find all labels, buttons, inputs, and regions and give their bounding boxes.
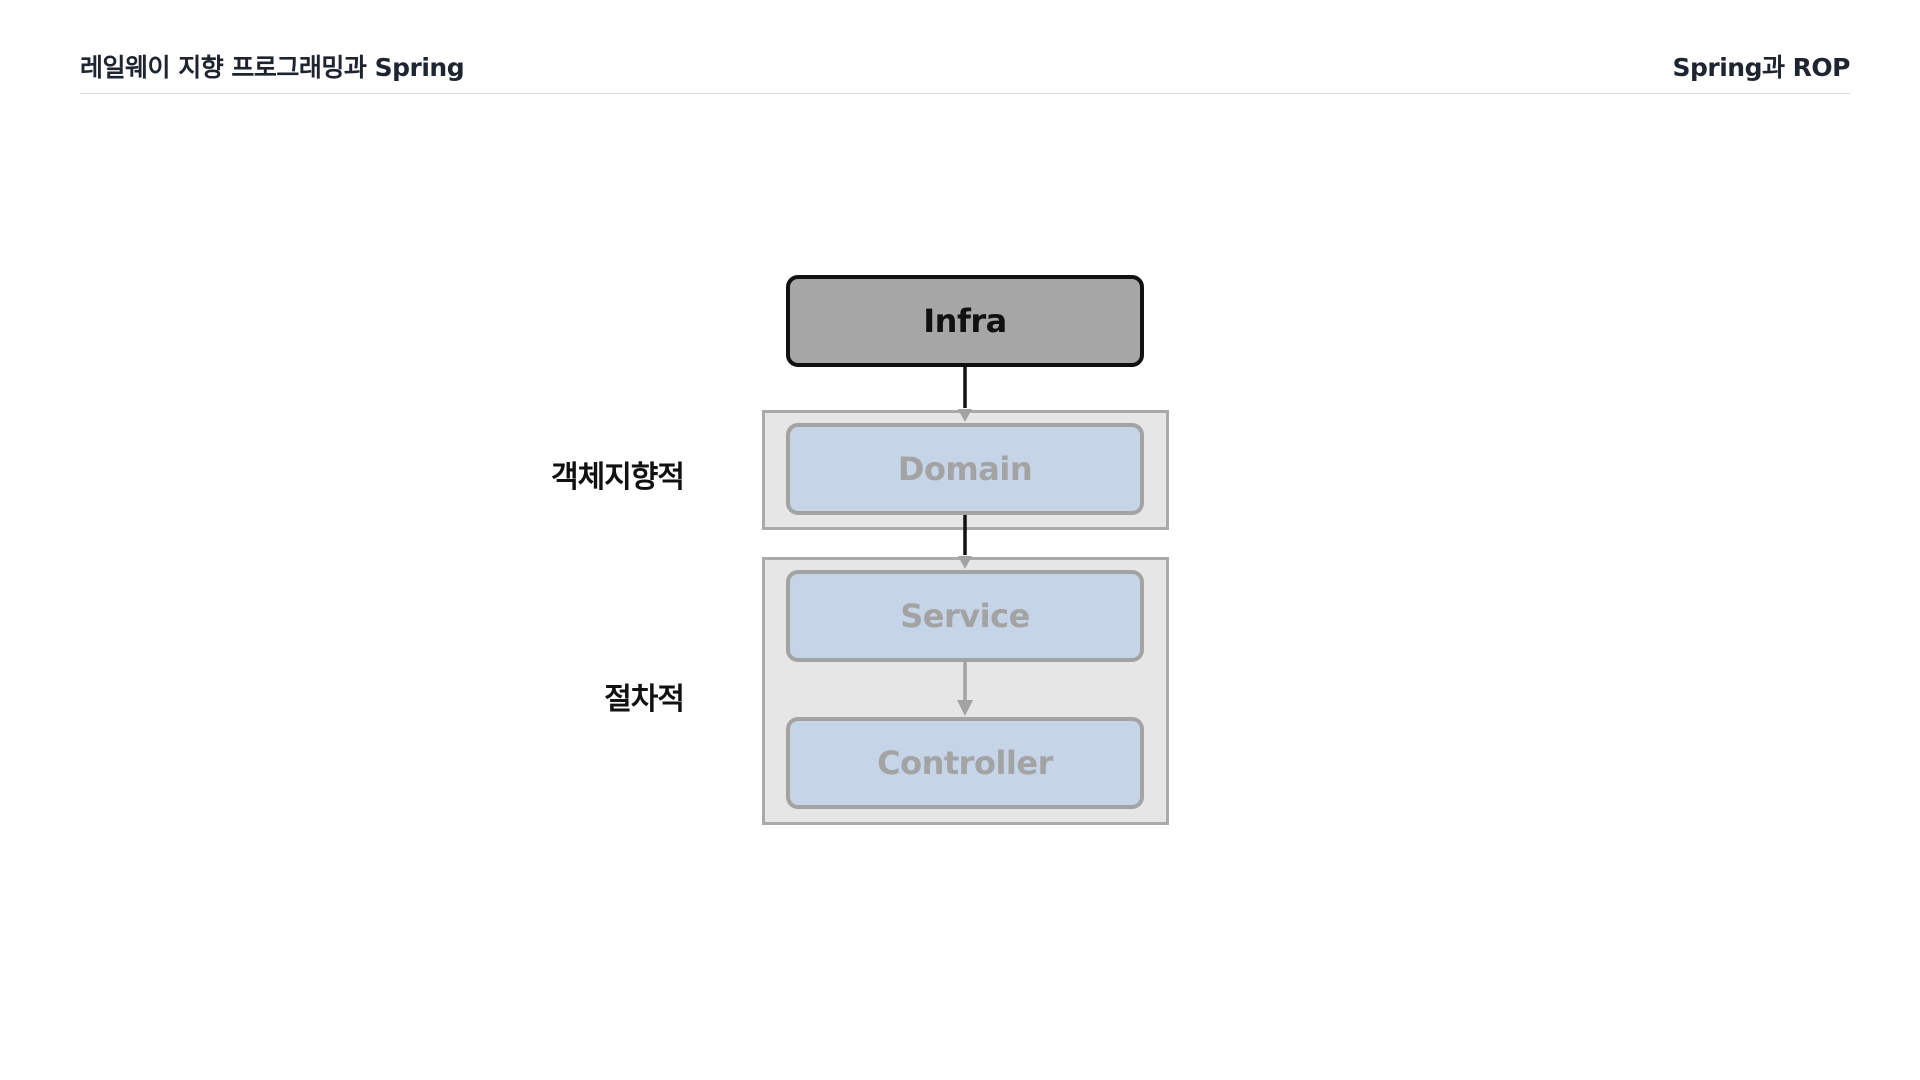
infra-node-label: Infra	[923, 302, 1007, 340]
presentation-title: 레일웨이 지향 프로그래밍과 Spring	[80, 53, 465, 82]
domain-node: Domain	[786, 423, 1144, 515]
header-divider	[80, 93, 1850, 94]
service-node-label: Service	[900, 597, 1030, 635]
domain-node-label: Domain	[897, 450, 1033, 488]
infra-node: Infra	[786, 275, 1144, 367]
section-title: Spring과 ROP	[1672, 53, 1850, 82]
procedural-label: 절차적	[604, 682, 685, 717]
controller-node: Controller	[786, 717, 1144, 809]
service-node: Service	[786, 570, 1144, 662]
controller-node-label: Controller	[877, 744, 1053, 782]
object-oriented-label: 객체지향적	[551, 460, 685, 495]
